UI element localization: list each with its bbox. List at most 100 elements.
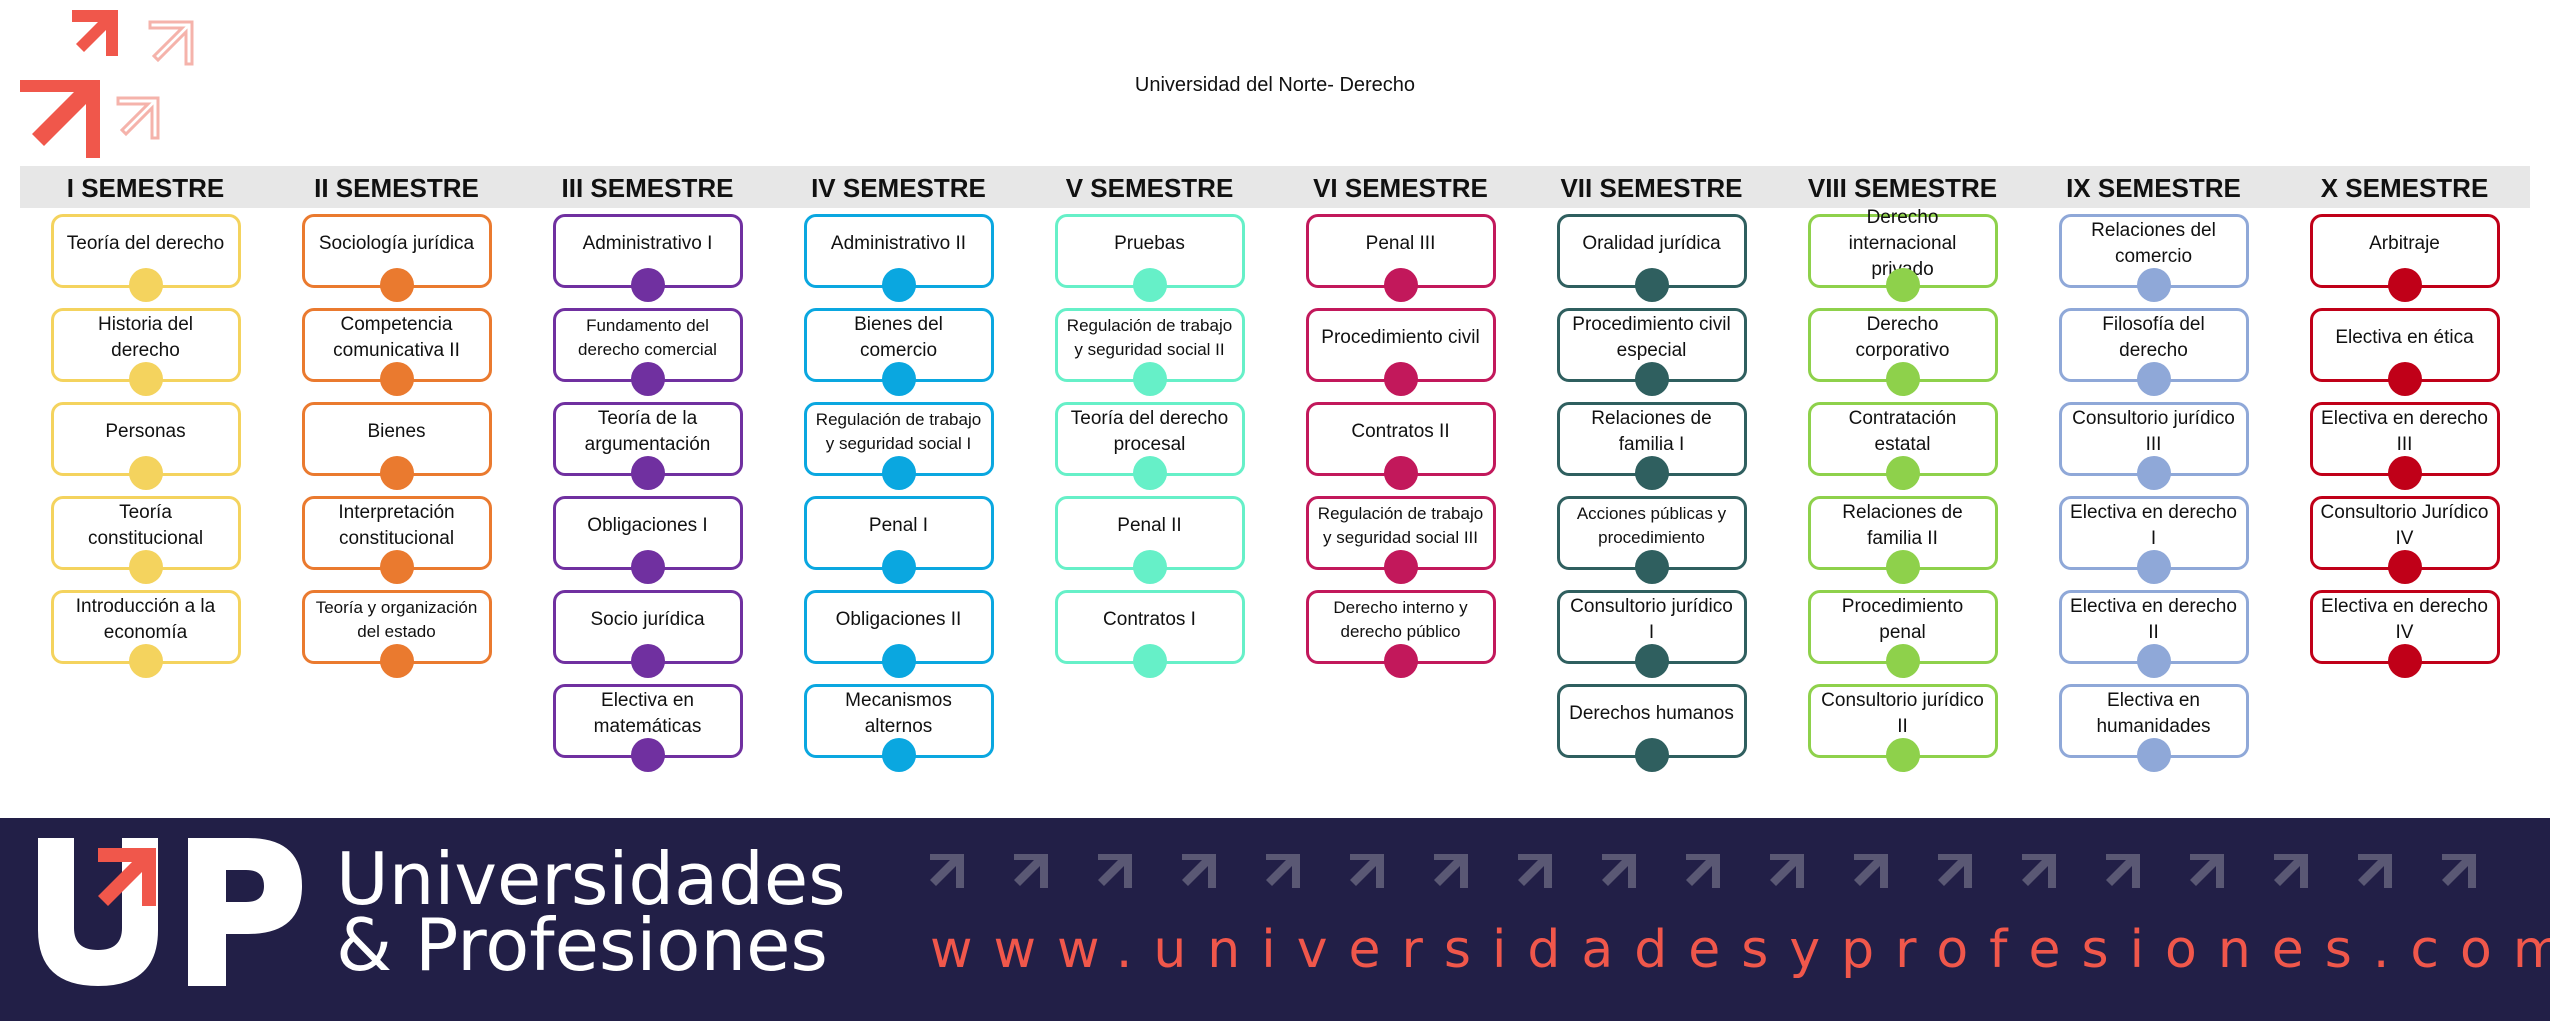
course-dot-icon (1383, 268, 1418, 302)
course-card: Contratos I (1054, 590, 1245, 678)
course-name: Bienes del comercio (854, 314, 943, 361)
course-dot-icon (1634, 456, 1669, 490)
footer-arrow-icon (1350, 854, 1384, 888)
course-card: Procedimiento civil (1305, 308, 1496, 396)
course-card: Acciones públicas y procedimiento (1556, 496, 1747, 584)
course-name: Procedimiento civil especial (1572, 314, 1731, 361)
course-name: Relaciones de familia I (1591, 408, 1712, 455)
course-name: Relaciones de familia II (1842, 502, 1963, 549)
course-dot-icon (1383, 550, 1418, 584)
course-name: Regulación de trabajo y seguridad social… (815, 410, 982, 453)
course-name: Administrativo I (582, 233, 713, 254)
course-name: Obligaciones II (835, 609, 962, 630)
footer-arrow-icon (1938, 854, 1972, 888)
course-card: Administrativo II (803, 214, 994, 302)
footer-arrow-icon (2022, 854, 2056, 888)
course-name: Contratos I (1103, 609, 1196, 630)
course-name: Procedimiento penal (1841, 596, 1964, 643)
course-dot-icon (379, 362, 414, 396)
course-name: Teoría y organización del estado (315, 598, 478, 641)
course-dot-icon (881, 738, 916, 772)
course-card: Electiva en humanidades (2058, 684, 2249, 772)
course-dot-icon (128, 644, 163, 678)
page-title: Universidad del Norte- Derecho (1134, 74, 1416, 96)
course-dot-icon (630, 550, 665, 584)
course-dot-icon (2136, 738, 2171, 772)
course-card: Contratos II (1305, 402, 1496, 490)
semester-title: I SEMESTRE (66, 173, 225, 203)
course-dot-icon (1885, 362, 1920, 396)
course-name: Fundamento del derecho comercial (578, 316, 717, 359)
up-logo-icon (38, 838, 302, 986)
course-name: Electiva en ética (2335, 327, 2474, 348)
course-dot-icon (1634, 550, 1669, 584)
footer-arrow-icon (1182, 854, 1216, 888)
course-name: Bienes (367, 421, 426, 442)
course-card: Electiva en derecho III (2309, 402, 2500, 490)
footer-arrow-icon (1014, 854, 1048, 888)
course-card: Penal II (1054, 496, 1245, 584)
footer-arrow-icon (2190, 854, 2224, 888)
course-card: Penal III (1305, 214, 1496, 302)
course-dot-icon (2136, 644, 2171, 678)
course-dot-icon (630, 362, 665, 396)
course-name: Socio jurídica (590, 609, 705, 630)
course-name: Introducción a la economía (75, 596, 216, 643)
footer-arrow-icon (2442, 854, 2476, 888)
course-card: Electiva en matemáticas (552, 684, 743, 772)
course-card: Teoría de la argumentación (552, 402, 743, 490)
semester-title: IX SEMESTRE (2066, 173, 2241, 203)
course-name: Teoría constitucional (87, 502, 204, 549)
brand-arrows-icon (20, 10, 194, 158)
course-card: Derecho interno y derecho público (1305, 590, 1496, 678)
website-link[interactable]: www.universidadesyprofesiones.com (930, 920, 2550, 980)
course-dot-icon (881, 644, 916, 678)
course-card: Sociología jurídica (301, 214, 492, 302)
course-name: Relaciones del comercio (2091, 220, 2216, 267)
brand-line-1: Universidades (336, 837, 846, 921)
course-name: Oralidad jurídica (1582, 233, 1721, 254)
brand-line-2: & Profesiones (336, 903, 828, 987)
course-card: Derecho internacional privado (1807, 207, 1998, 302)
semester-title: VIII SEMESTRE (1807, 173, 1998, 203)
course-name: Mecanismos alternos (845, 690, 952, 737)
course-name: Electiva en derecho I (2070, 502, 2237, 549)
course-card: Bienes del comercio (803, 308, 994, 396)
course-dot-icon (1132, 550, 1167, 584)
course-dot-icon (1132, 644, 1167, 678)
course-dot-icon (1132, 456, 1167, 490)
course-name: Sociología jurídica (318, 233, 475, 254)
course-dot-icon (881, 268, 916, 302)
course-dot-icon (1885, 738, 1920, 772)
course-card: Regulación de trabajo y seguridad social… (1305, 496, 1496, 584)
course-name: Penal II (1117, 515, 1182, 536)
course-card: Introducción a la economía (50, 590, 241, 678)
course-name: Competencia comunicativa II (333, 314, 460, 361)
course-dot-icon (2387, 456, 2422, 490)
semester-title: II SEMESTRE (314, 173, 479, 203)
course-card: Consultorio Jurídico IV (2309, 496, 2500, 584)
footer-arrows-icon (930, 854, 2476, 888)
course-dot-icon (2387, 550, 2422, 584)
course-dot-icon (630, 268, 665, 302)
course-dot-icon (1634, 268, 1669, 302)
course-dot-icon (1885, 550, 1920, 584)
course-dot-icon (379, 644, 414, 678)
semester-title: VI SEMESTRE (1313, 173, 1488, 203)
footer-arrow-icon (2106, 854, 2140, 888)
course-dot-icon (1634, 362, 1669, 396)
course-name: Contratos II (1351, 421, 1450, 442)
course-name: Consultorio Jurídico IV (2320, 502, 2489, 549)
course-card: Teoría y organización del estado (301, 590, 492, 678)
course-dot-icon (2387, 268, 2422, 302)
course-dot-icon (630, 644, 665, 678)
course-card: Electiva en ética (2309, 308, 2500, 396)
course-dot-icon (1634, 644, 1669, 678)
course-name: Electiva en derecho III (2321, 408, 2488, 455)
semester-title: IV SEMESTRE (811, 173, 986, 203)
footer-arrow-icon (1770, 854, 1804, 888)
course-card: Procedimiento civil especial (1556, 308, 1747, 396)
course-card: Derechos humanos (1556, 684, 1747, 772)
course-card: Competencia comunicativa II (301, 308, 492, 396)
course-name: Regulación de trabajo y seguridad social… (1317, 504, 1484, 547)
